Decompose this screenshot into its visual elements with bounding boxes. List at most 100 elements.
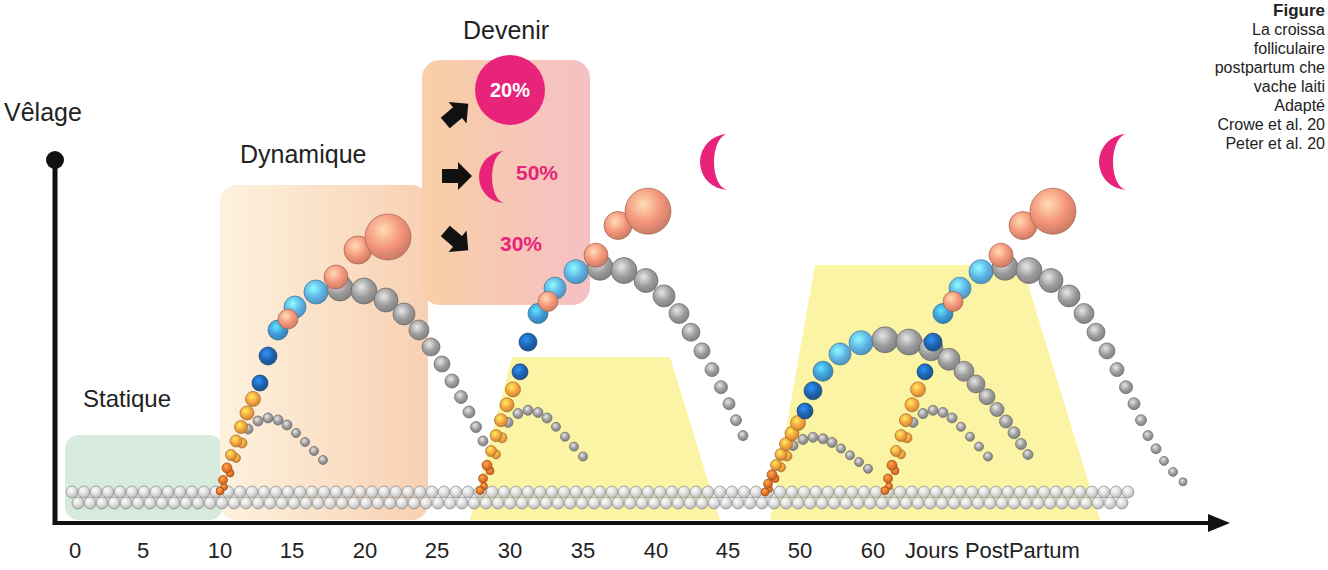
follicle <box>906 486 918 498</box>
label-holder: folliculaire <box>1254 40 1325 58</box>
follicle <box>486 446 497 457</box>
follicle <box>240 497 252 509</box>
follicle <box>630 486 642 498</box>
follicle <box>576 497 588 509</box>
corpora-lutea <box>479 134 1127 203</box>
luteal-trapezoid <box>470 357 720 520</box>
follicle <box>895 430 907 442</box>
follicle <box>96 497 108 509</box>
block-arrow <box>436 220 477 261</box>
follicle <box>966 486 978 498</box>
label-holder: Crowe et al. 20 <box>1217 116 1325 134</box>
follicle <box>552 422 561 431</box>
follicle <box>513 409 523 419</box>
follicle <box>102 486 114 498</box>
follicle <box>235 421 248 434</box>
figure-title: Figure <box>1273 1 1325 21</box>
phase-heading: Statique <box>83 383 223 413</box>
follicle <box>444 497 456 509</box>
label-holder: Peter et al. 20 <box>1225 135 1325 153</box>
follicle <box>990 486 1002 498</box>
follicle <box>864 497 876 509</box>
follicle <box>1128 398 1140 410</box>
follicle <box>918 409 928 419</box>
follicle <box>911 382 926 397</box>
follicular-wave <box>761 327 1033 496</box>
follicle <box>132 497 144 509</box>
follicle <box>996 497 1008 509</box>
follicle <box>625 188 671 234</box>
follicle <box>771 460 782 471</box>
follicle <box>324 265 348 289</box>
follicle <box>582 486 594 498</box>
follicle <box>1032 497 1044 509</box>
follicle <box>1020 497 1032 509</box>
follicle <box>989 243 1013 267</box>
follicle <box>917 364 933 380</box>
follicle <box>1062 486 1074 498</box>
follicle <box>259 347 277 365</box>
follicle <box>984 452 993 461</box>
follicle <box>918 486 930 498</box>
follicle <box>720 497 732 509</box>
follicle <box>1110 363 1124 377</box>
follicle <box>947 413 957 423</box>
follicle <box>834 486 846 498</box>
phase-heading: Devenir <box>422 14 590 45</box>
follicle <box>253 416 263 426</box>
follicle <box>678 486 690 498</box>
label-holder: 30% <box>500 232 542 256</box>
label-holder: 10 <box>208 538 232 563</box>
follicle <box>588 497 600 509</box>
follicle <box>270 486 282 498</box>
follicle <box>872 327 898 353</box>
follicle <box>351 278 377 304</box>
follicle <box>408 497 420 509</box>
follicle <box>774 486 786 498</box>
tick-label: 5 <box>137 538 149 563</box>
follicle <box>786 486 798 498</box>
follicle <box>584 243 608 267</box>
follicle <box>750 486 762 498</box>
follicle <box>564 497 576 509</box>
follicle <box>924 497 936 509</box>
follicle <box>1008 427 1020 439</box>
percent-value: 50% <box>516 161 558 185</box>
follicle <box>294 486 306 498</box>
follicle <box>278 309 298 329</box>
follicle <box>1002 486 1014 498</box>
follicle <box>552 497 564 509</box>
follicle <box>246 392 261 407</box>
label-holder: Adapté <box>1274 97 1325 115</box>
follicle <box>258 486 270 498</box>
follicle <box>672 497 684 509</box>
follicle <box>1056 497 1068 509</box>
follicle <box>402 486 414 498</box>
follicle <box>409 320 429 340</box>
follicle <box>708 497 720 509</box>
follicle <box>1016 439 1027 450</box>
follicle <box>828 497 840 509</box>
follicle <box>486 486 498 498</box>
follicle <box>516 497 528 509</box>
follicle <box>365 214 411 260</box>
follicle <box>1026 486 1038 498</box>
follicle <box>204 497 216 509</box>
follicle <box>519 333 537 351</box>
follicle <box>432 497 444 509</box>
follicle <box>234 486 246 498</box>
block-arrow <box>442 162 472 190</box>
follicle <box>512 364 528 380</box>
follicle <box>1074 304 1094 324</box>
follicle <box>108 497 120 509</box>
follicle <box>694 343 710 359</box>
follicle <box>870 486 882 498</box>
follicle <box>606 486 618 498</box>
tick-label: 40 <box>644 538 668 563</box>
fate-box: Devenir20% <box>422 14 590 305</box>
follicle <box>682 323 700 341</box>
label-holder: Figure <box>1273 1 1325 21</box>
follicle <box>767 470 777 480</box>
follicle <box>891 446 902 457</box>
